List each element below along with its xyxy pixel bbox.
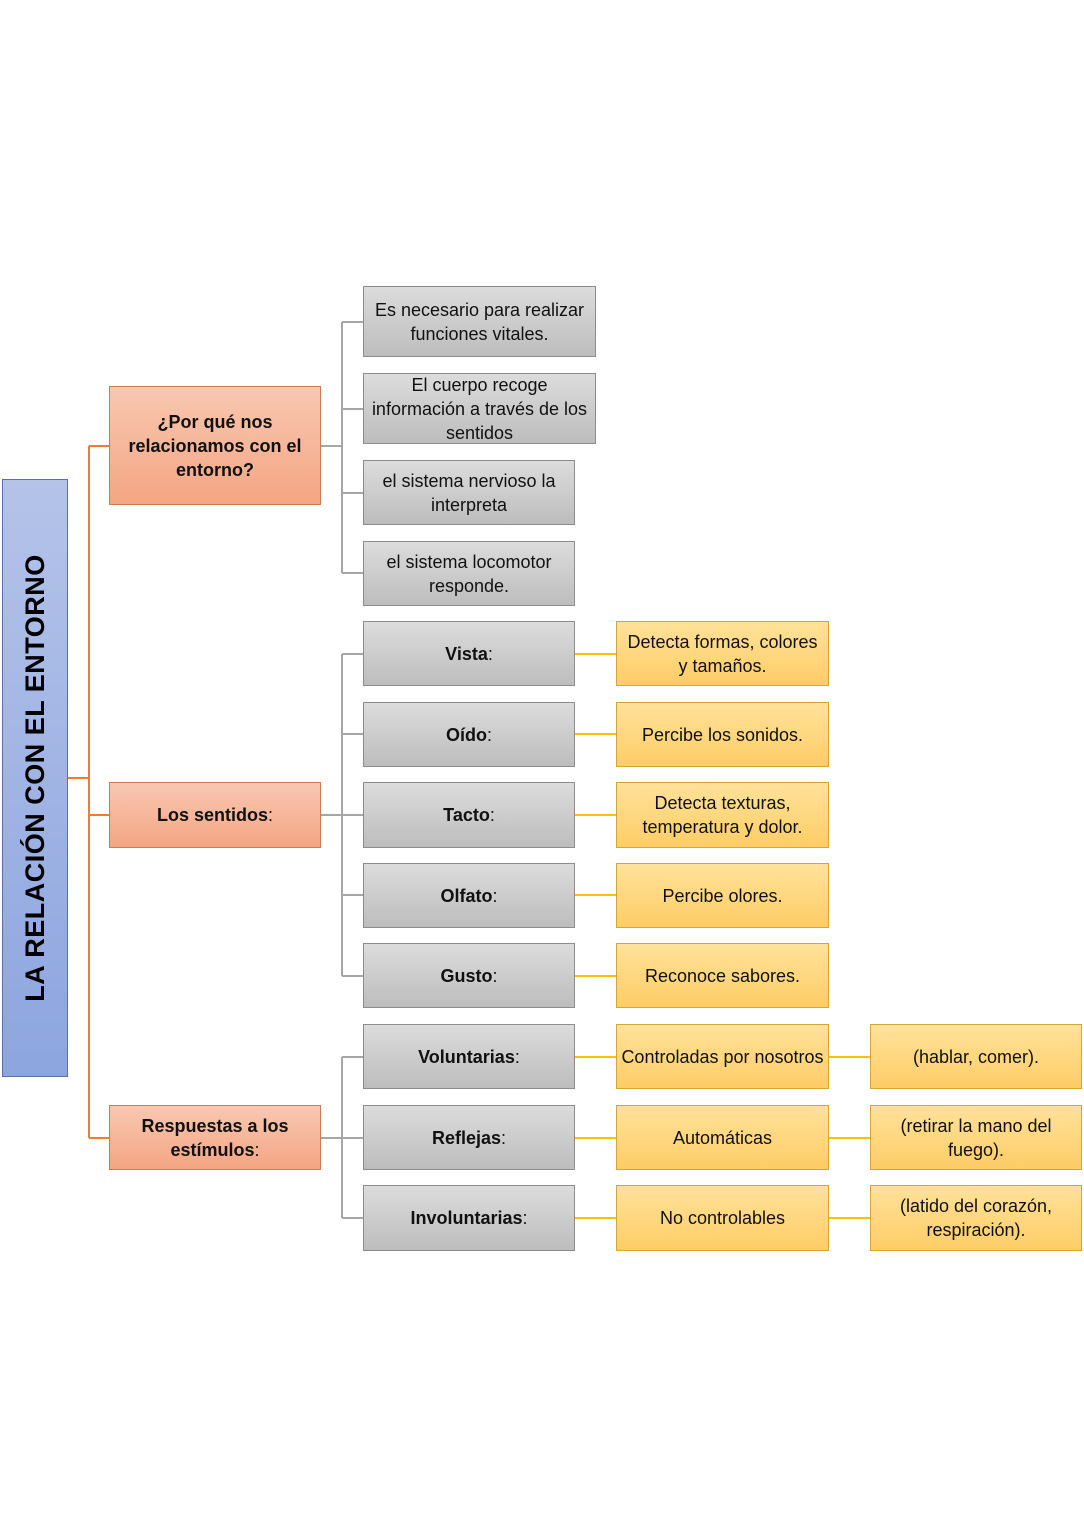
sense-node-tacto: Tacto: [363, 782, 575, 848]
category-sentidos: Los sentidos: [109, 782, 321, 848]
response-node-voluntarias: Voluntarias: [363, 1024, 575, 1089]
sense-suffix: : [486, 724, 492, 745]
category-label: Respuestas a los estímulos [141, 1115, 289, 1160]
sense-suffix: : [487, 643, 493, 664]
reason-node-1: Es necesario para realizar funciones vit… [363, 286, 596, 357]
response-name: Voluntarias [418, 1046, 515, 1067]
sense-node-olfato: Olfato: [363, 863, 575, 928]
response-desc-reflejas: Automáticas [616, 1105, 829, 1170]
reason-label: Es necesario para realizar funciones vit… [374, 299, 585, 344]
response-example: (hablar, comer). [912, 1046, 1040, 1067]
response-example: (retirar la mano del fuego). [900, 1115, 1052, 1160]
sense-desc: Reconoce sabores. [644, 965, 801, 986]
response-suffix: : [501, 1127, 507, 1148]
response-node-involuntarias: Involuntarias: [363, 1185, 575, 1251]
reason-label: el sistema locomotor responde. [386, 551, 552, 596]
sense-suffix: : [489, 805, 495, 825]
category-respuestas: Respuestas a los estímulos: [109, 1105, 321, 1170]
response-suffix: : [514, 1046, 520, 1067]
category-por-que: ¿Por qué nos relacionamos con el entorno… [109, 386, 321, 505]
sense-node-vista: Vista: [363, 621, 575, 686]
sense-desc: Detecta texturas, temperatura y dolor. [642, 793, 803, 837]
sense-desc-tacto: Detecta texturas, temperatura y dolor. [616, 782, 829, 848]
reason-node-4: el sistema locomotor responde. [363, 541, 575, 606]
sense-name: Tacto [443, 805, 490, 825]
reason-node-2: El cuerpo recoge información a través de… [363, 373, 596, 444]
reason-label: el sistema nervioso la interpreta [382, 470, 556, 515]
sense-desc-oido: Percibe los sonidos. [616, 702, 829, 767]
category-label: ¿Por qué nos relacionamos con el entorno… [128, 411, 302, 480]
response-name: Involuntarias [410, 1208, 523, 1228]
response-example-reflejas: (retirar la mano del fuego). [870, 1105, 1082, 1170]
reason-node-3: el sistema nervioso la interpreta [363, 460, 575, 525]
category-label: Los sentidos [156, 805, 268, 825]
response-example-voluntarias: (hablar, comer). [870, 1024, 1082, 1089]
response-desc-involuntarias: No controlables [616, 1185, 829, 1251]
response-desc: Controladas por nosotros [621, 1046, 824, 1067]
sense-name: Olfato [440, 885, 493, 906]
response-node-reflejas: Reflejas: [363, 1105, 575, 1170]
reason-label: El cuerpo recoge información a través de… [371, 374, 588, 443]
sense-desc: Detecta formas, colores y tamaños. [627, 631, 818, 676]
response-desc: Automáticas [672, 1127, 773, 1148]
category-suffix: : [268, 805, 274, 825]
sense-name: Oído [445, 724, 487, 745]
sense-desc: Percibe olores. [662, 885, 783, 906]
sense-suffix: : [492, 885, 498, 906]
root-label: LA RELACIÓN CON EL ENTORNO [20, 554, 50, 1002]
sense-suffix: : [492, 965, 498, 986]
sense-name: Vista [445, 643, 488, 664]
response-example: (latido del corazón, respiración). [899, 1196, 1053, 1240]
root-node: LA RELACIÓN CON EL ENTORNO [2, 479, 68, 1077]
response-example-involuntarias: (latido del corazón, respiración). [870, 1185, 1082, 1251]
category-suffix: : [254, 1139, 260, 1160]
response-name: Reflejas [431, 1127, 502, 1148]
sense-desc-gusto: Reconoce sabores. [616, 943, 829, 1008]
sense-desc-olfato: Percibe olores. [616, 863, 829, 928]
sense-desc: Percibe los sonidos. [641, 724, 804, 745]
sense-node-gusto: Gusto: [363, 943, 575, 1008]
sense-name: Gusto [440, 965, 493, 986]
response-desc-voluntarias: Controladas por nosotros [616, 1024, 829, 1089]
response-desc: No controlables [659, 1208, 786, 1228]
sense-desc-vista: Detecta formas, colores y tamaños. [616, 621, 829, 686]
response-suffix: : [522, 1208, 528, 1228]
sense-node-oido: Oído: [363, 702, 575, 767]
